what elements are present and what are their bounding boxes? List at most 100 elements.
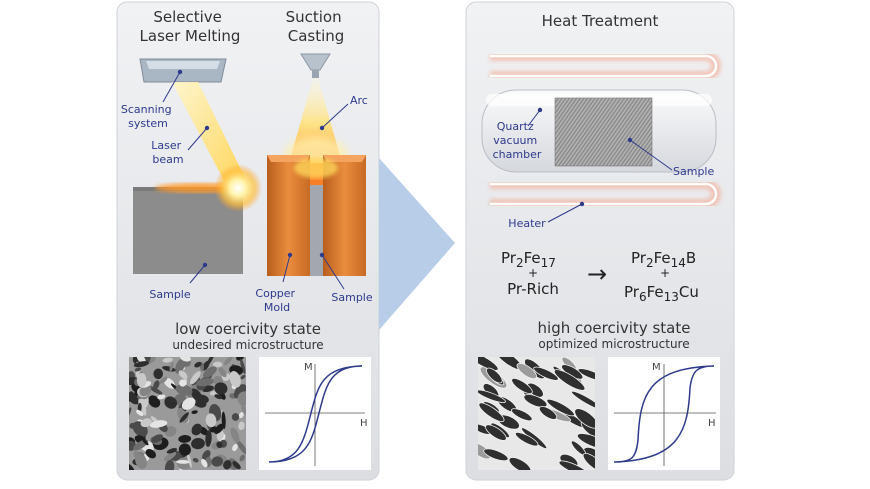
micrograph-speckle bbox=[214, 382, 228, 395]
micrograph-grain bbox=[523, 394, 548, 408]
copper-mold-left bbox=[267, 155, 310, 276]
label-laser-beam: Laser beam bbox=[151, 139, 184, 166]
micrograph-speckle bbox=[201, 458, 208, 468]
micrograph-speckle bbox=[148, 395, 161, 408]
micrograph-speckle bbox=[169, 361, 174, 372]
micrograph-speckle bbox=[129, 391, 135, 400]
micrograph-speckle bbox=[178, 434, 192, 443]
micrograph-grain bbox=[546, 398, 575, 417]
micrograph-speckle bbox=[178, 370, 188, 380]
heater-top bbox=[490, 54, 718, 78]
micrograph-speckle bbox=[189, 371, 201, 385]
micrograph-speckle bbox=[214, 423, 224, 434]
micrograph-speckle bbox=[149, 420, 168, 428]
micrograph-speckle bbox=[129, 422, 136, 429]
label-heater: Heater bbox=[508, 217, 546, 230]
micrograph-grain bbox=[478, 389, 506, 403]
micrograph-grain bbox=[478, 402, 505, 423]
micrograph-grain bbox=[574, 408, 595, 429]
micrograph-low-coercivity bbox=[129, 357, 246, 470]
heat-treatment-sample bbox=[554, 97, 653, 167]
micrograph-speckle bbox=[216, 441, 223, 449]
cast-sample bbox=[310, 180, 323, 276]
label-quartz-chamber: Quartz vacuum chamber bbox=[493, 120, 542, 161]
label-scanning-system: Scanning system bbox=[121, 103, 175, 130]
micrograph-speckle bbox=[145, 448, 157, 459]
micrograph-speckle bbox=[221, 411, 226, 429]
micrograph-speckle bbox=[203, 366, 217, 378]
micrograph-speckle bbox=[134, 367, 142, 372]
micrograph-speckle bbox=[136, 409, 144, 417]
reaction-plus-right: + bbox=[660, 266, 670, 280]
micrograph-speckle bbox=[136, 372, 147, 388]
heading-suction-casting: Suction Casting bbox=[286, 8, 347, 45]
low-coercivity-title: low coercivity state bbox=[175, 320, 321, 338]
micrograph-speckle bbox=[179, 357, 191, 362]
micrograph-speckle bbox=[175, 384, 193, 396]
micrograph-speckle bbox=[194, 361, 202, 368]
micrograph-speckle bbox=[191, 410, 198, 414]
micrograph-speckle bbox=[205, 413, 217, 428]
heater-bottom bbox=[490, 182, 718, 206]
high-coercivity-subtitle: optimized microstructure bbox=[538, 337, 689, 351]
micrograph-grain bbox=[582, 452, 595, 470]
micrograph-speckle bbox=[190, 388, 203, 403]
micrograph-speckle bbox=[164, 396, 178, 409]
micrograph-grain bbox=[533, 366, 559, 381]
hysteresis-loop-high bbox=[613, 365, 715, 463]
micrograph-speckle bbox=[153, 380, 160, 390]
nozzle-icon bbox=[300, 53, 331, 71]
product-pr6fe13cu: Pr6Fe13Cu bbox=[624, 283, 699, 304]
micrograph-grain bbox=[577, 368, 595, 382]
micrograph-speckle bbox=[218, 367, 227, 378]
micrograph-grain bbox=[576, 433, 595, 450]
micrograph-speckle bbox=[238, 421, 245, 431]
micrograph-grain bbox=[483, 448, 509, 462]
reaction-arrow: → bbox=[587, 260, 607, 288]
micrograph-speckle bbox=[238, 412, 244, 419]
micrograph-speckle bbox=[191, 437, 205, 450]
reactant-pr-rich: Pr-Rich bbox=[507, 280, 559, 298]
reaction-plus-left: + bbox=[528, 266, 538, 280]
laser-beam bbox=[172, 82, 250, 192]
micrograph-speckle bbox=[164, 459, 175, 470]
micrograph-grain bbox=[478, 442, 492, 460]
micrograph-speckle bbox=[241, 403, 246, 415]
micrograph-speckle bbox=[196, 378, 214, 387]
micrograph-speckle bbox=[192, 457, 199, 463]
micrograph-speckle bbox=[236, 440, 246, 455]
micrograph-grain bbox=[485, 424, 507, 441]
label-sample-slm: Sample bbox=[149, 288, 190, 301]
melt-pool-glow bbox=[214, 164, 262, 212]
micrograph-speckle bbox=[177, 407, 189, 424]
copper-mold-right bbox=[323, 155, 366, 276]
micrograph-speckle bbox=[191, 423, 203, 436]
hysteresis-loop-low bbox=[268, 365, 363, 463]
micrograph-speckle bbox=[136, 357, 146, 364]
micrograph-speckle bbox=[230, 427, 240, 443]
micrograph-grain bbox=[508, 457, 532, 470]
micrograph-speckle bbox=[179, 379, 187, 387]
plot-high-y-label: M bbox=[652, 362, 661, 373]
product-pr2fe14b: Pr2Fe14B bbox=[631, 249, 696, 270]
micrograph-speckle bbox=[166, 448, 178, 454]
micrograph-speckle bbox=[229, 371, 241, 388]
micrograph-speckle bbox=[159, 376, 168, 384]
micrograph-grain bbox=[486, 367, 503, 384]
micrograph-speckle bbox=[231, 413, 240, 421]
micrograph-speckle bbox=[133, 361, 149, 368]
low-coercivity-subtitle: undesired microstructure bbox=[172, 338, 323, 352]
micrograph-speckle bbox=[212, 361, 223, 368]
micrograph-speckle bbox=[149, 386, 163, 395]
micrograph-speckle bbox=[163, 451, 177, 462]
micrograph-grain bbox=[511, 377, 533, 395]
phase-reaction: Pr2Fe17 + Pr-Rich → Pr2Fe14B + Pr6Fe13Cu bbox=[501, 249, 699, 304]
micrograph-speckle bbox=[157, 394, 166, 400]
high-coercivity-title: high coercivity state bbox=[538, 319, 691, 337]
micrograph-high-coercivity bbox=[478, 357, 595, 470]
label-sample-cast: Sample bbox=[331, 291, 372, 304]
micrograph-speckle bbox=[236, 357, 245, 361]
micrograph-speckle bbox=[174, 357, 187, 374]
micrograph-speckle bbox=[181, 397, 196, 410]
micrograph-grain bbox=[553, 369, 586, 391]
